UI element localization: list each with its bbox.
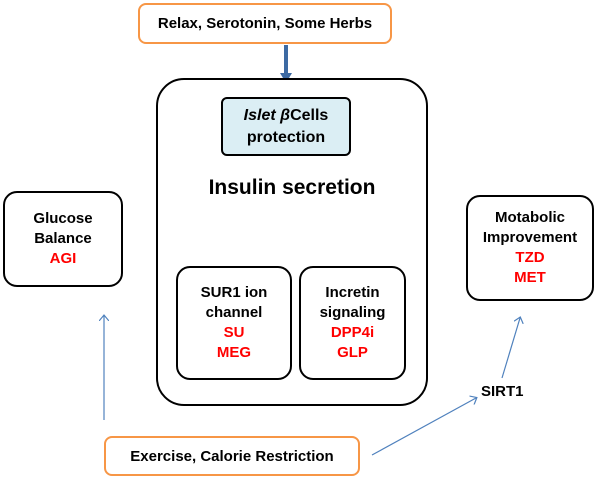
top-box-label: Relax, Serotonin, Some Herbs [157, 15, 373, 32]
metabolic-drug-met: MET [514, 269, 546, 286]
sur1-drug-meg: MEG [216, 344, 252, 361]
glucose-drug-agi: AGI [49, 250, 77, 267]
sur1-ion-channel-box: SUR1 ion channel SU MEG [176, 266, 292, 380]
sur1-line2: channel [205, 304, 263, 321]
incretin-signaling-box: Incretin signaling DPP4i GLP [299, 266, 406, 380]
islet-cells-text: Cells [290, 106, 329, 124]
glucose-balance-box: Glucose Balance AGI [3, 191, 123, 287]
metabolic-drug-tzd: TZD [515, 249, 545, 266]
glucose-line1: Glucose [33, 210, 93, 227]
metabolic-line2: Improvement [482, 229, 578, 246]
relax-serotonin-herbs-box: Relax, Serotonin, Some Herbs [138, 3, 392, 44]
arrow-bottom-to-sirt1 [371, 398, 476, 456]
insulin-secretion-title: Insulin secretion [208, 176, 376, 199]
sirt1-label: SIRT1 [481, 383, 524, 400]
incretin-line2: signaling [319, 304, 386, 321]
incretin-drug-glp: GLP [337, 344, 368, 361]
exercise-calorie-restriction-box: Exercise, Calorie Restriction [104, 436, 360, 476]
glucose-line2: Balance [34, 230, 92, 247]
incretin-drug-dpp4i: DPP4i [330, 324, 375, 341]
islet-line2: protection [246, 128, 326, 146]
islet-beta-cells-box: Islet βCells protection [221, 97, 351, 156]
arrow-sirt1-to-metabolic [501, 318, 520, 379]
metabolic-improvement-box: Motabolic Improvement TZD MET [466, 195, 594, 301]
incretin-line1: Incretin [325, 284, 380, 301]
sur1-drug-su: SU [223, 324, 245, 341]
sur1-line1: SUR1 ion [200, 284, 268, 301]
islet-line1: Islet βCells [244, 105, 329, 127]
islet-italic-text: Islet β [243, 106, 291, 124]
bottom-box-label: Exercise, Calorie Restriction [130, 447, 334, 465]
metabolic-line1: Motabolic [495, 209, 565, 226]
